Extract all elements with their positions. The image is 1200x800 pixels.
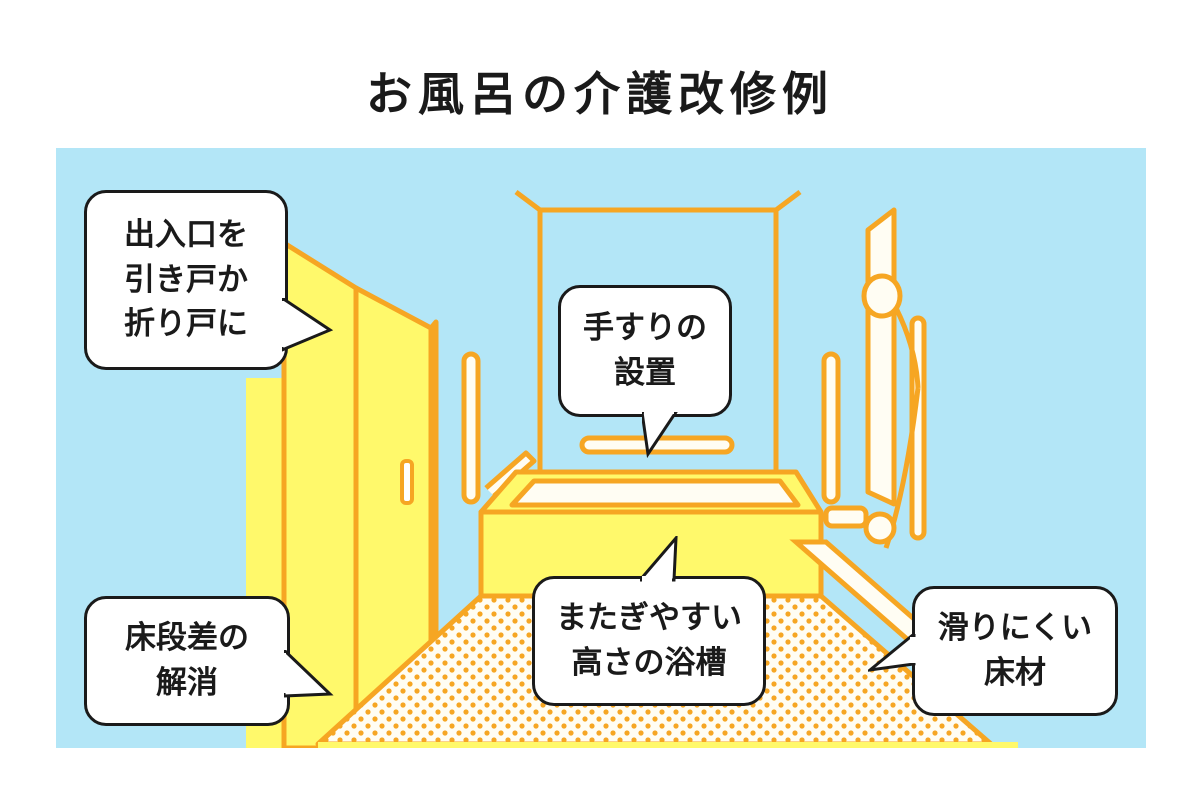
handrail-icon	[461, 351, 841, 505]
callout-flooring-tail	[868, 634, 918, 672]
callout-handrail: 手すりの 設置	[558, 285, 732, 417]
callout-floor-step: 床段差の 解消	[84, 596, 290, 726]
bathtub	[478, 469, 824, 599]
callout-entrance: 出入口を 引き戸か 折り戸に	[84, 190, 288, 370]
callout-bathtub: またぎやすい 高さの浴槽	[532, 576, 766, 706]
callout-bathtub-tail	[640, 536, 678, 584]
door-handle-icon	[400, 459, 414, 505]
page-title: お風呂の介護改修例	[366, 67, 834, 121]
sliding-door	[281, 240, 439, 748]
faucet-icon	[823, 505, 897, 545]
callout-handrail-tail	[642, 412, 678, 459]
callout-entrance-tail	[282, 298, 334, 352]
callout-flooring: 滑りにくい 床材	[912, 586, 1118, 716]
callout-floor-step-tail	[284, 650, 334, 698]
back-wall-frame	[514, 190, 802, 470]
